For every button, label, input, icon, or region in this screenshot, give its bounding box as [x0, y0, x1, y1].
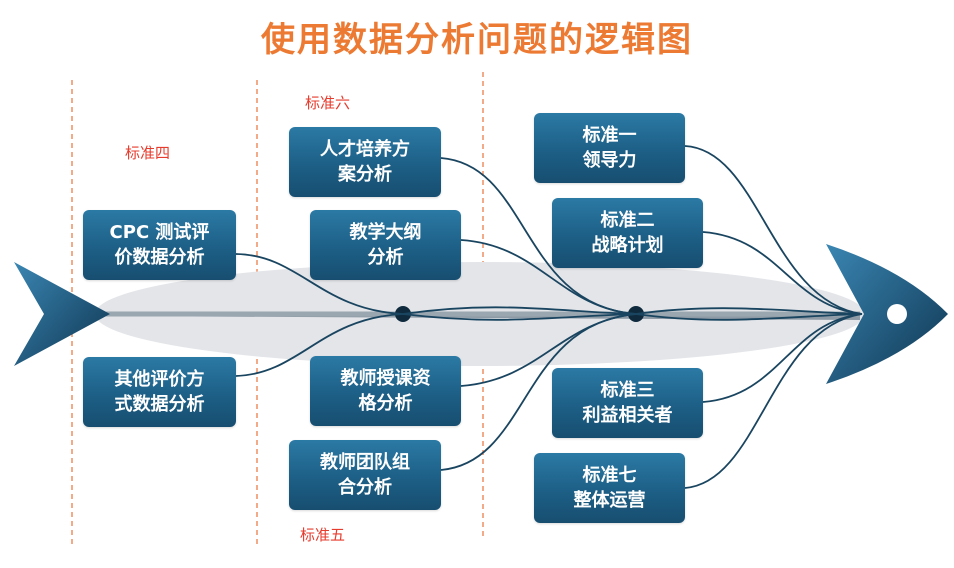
connector-fan-1	[402, 306, 637, 315]
connector-fan-4	[635, 313, 863, 321]
box-standard-2-strategy[interactable]: 标准二 战略计划	[552, 198, 703, 268]
box-line: 标准一	[582, 125, 637, 146]
box-line: 标准二	[600, 210, 655, 231]
connector-other	[235, 313, 404, 377]
connector-stake	[702, 313, 863, 403]
box-line: 战略计划	[591, 235, 664, 256]
box-line: 分析	[367, 247, 404, 268]
box-line: 其他评价方	[114, 369, 205, 390]
connector-team	[440, 313, 637, 471]
box-line: CPC 测试评	[109, 222, 210, 243]
box-line: 价数据分析	[114, 247, 205, 268]
connector-ops	[684, 313, 863, 489]
connector-lead	[684, 145, 863, 315]
box-teacher-team-analysis[interactable]: 教师团队组 合分析	[289, 440, 441, 510]
box-line: 人才培养方	[320, 139, 410, 160]
connector-strategy	[702, 231, 863, 315]
connector-cpc	[235, 253, 404, 315]
box-other-analysis[interactable]: 其他评价方 式数据分析	[83, 357, 236, 427]
box-standard-1-leadership[interactable]: 标准一 领导力	[534, 113, 685, 183]
box-line: 教师团队组	[320, 452, 410, 473]
box-line: 标准三	[600, 380, 655, 401]
box-syllabus-analysis[interactable]: 教学大纲 分析	[310, 210, 461, 280]
standard-label-5: 标准五	[300, 526, 346, 544]
box-line: 合分析	[338, 477, 392, 498]
box-line: 案分析	[338, 164, 392, 185]
connector-syllabus	[460, 239, 637, 315]
connector-fan-2	[402, 313, 637, 321]
standard-label-4: 标准四	[125, 144, 171, 162]
box-line: 领导力	[582, 150, 637, 171]
standard-label-6: 标准六	[305, 94, 351, 112]
box-line: 格分析	[358, 393, 413, 414]
fish-tail	[14, 262, 110, 366]
box-line: 利益相关者	[582, 405, 673, 426]
box-standard-3-stakeholders[interactable]: 标准三 利益相关者	[552, 368, 703, 438]
box-line: 整体运营	[573, 490, 646, 511]
connector-fan-3	[635, 307, 863, 315]
box-line: 标准七	[582, 465, 637, 486]
box-line: 式数据分析	[114, 394, 205, 415]
page-title: 使用数据分析问题的逻辑图	[261, 20, 693, 60]
box-line: 教学大纲	[349, 222, 422, 243]
box-line: 教师授课资	[340, 368, 431, 389]
box-talent-plan-analysis[interactable]: 人才培养方 案分析	[289, 127, 441, 197]
box-standard-7-operations[interactable]: 标准七 整体运营	[534, 453, 685, 523]
box-teacher-qualification-analysis[interactable]: 教师授课资 格分析	[310, 356, 461, 426]
box-cpc-analysis[interactable]: CPC 测试评 价数据分析	[83, 210, 236, 280]
fish-eye	[887, 304, 907, 324]
